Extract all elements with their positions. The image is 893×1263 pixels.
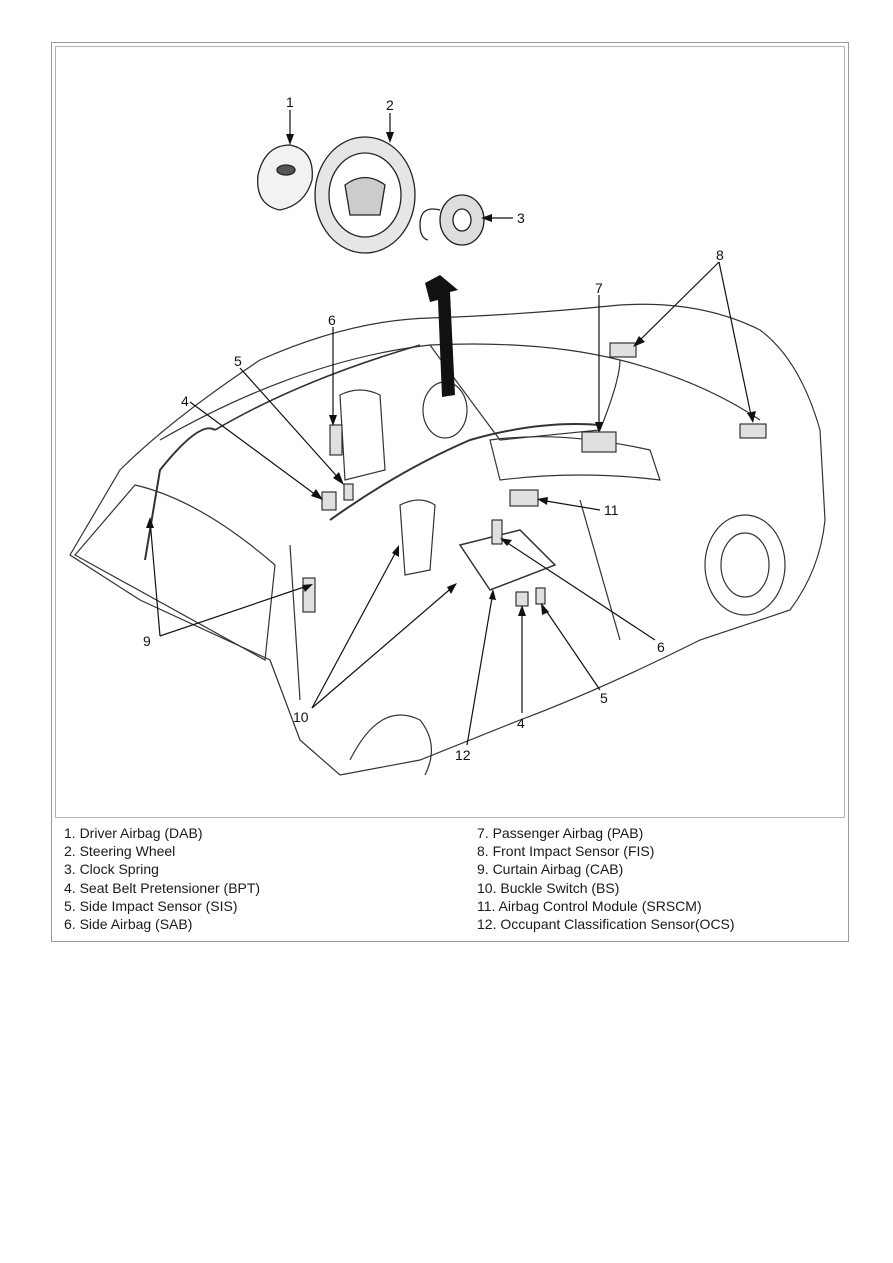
callout-4-bottom: 4 [517, 715, 525, 731]
airbag-control-module [509, 489, 539, 507]
car-roof-line [159, 343, 761, 441]
front-wheel [704, 514, 786, 616]
callout-7: 7 [595, 280, 603, 296]
driver-airbag-module [257, 144, 313, 211]
passenger-airbag-module [581, 431, 617, 453]
driver-seat [339, 389, 386, 481]
legend-item: 12. Occupant Classification Sensor(OCS) [477, 916, 735, 933]
legend-item: 5. Side Impact Sensor (SIS) [64, 897, 238, 914]
callout-9: 9 [143, 633, 151, 649]
callout-4-top: 4 [181, 393, 189, 409]
curtain-airbag-right [329, 423, 601, 521]
callout-5-bottom: 5 [600, 690, 608, 706]
legend-item: 7. Passenger Airbag (PAB) [477, 825, 644, 841]
side-impact-sensor-right [535, 587, 546, 605]
callout-12: 12 [455, 747, 471, 763]
car-rear-window [74, 484, 276, 661]
side-airbag-passenger [491, 519, 503, 545]
legend-item: 3. Clock Spring [64, 861, 159, 878]
callout-5-top: 5 [234, 353, 242, 369]
front-impact-sensor-left [609, 342, 637, 358]
callout-2: 2 [386, 97, 394, 113]
rear-wheel [349, 714, 432, 776]
callout-6-bottom: 6 [657, 639, 665, 655]
buckle-switch [302, 577, 316, 613]
legend-item: 9. Curtain Airbag (CAB) [477, 861, 624, 878]
callout-8: 8 [716, 247, 724, 263]
car-body-outline [69, 303, 826, 776]
callout-1: 1 [286, 94, 294, 110]
diagram-panel [55, 46, 845, 818]
callout-3: 3 [517, 210, 525, 226]
curtain-airbag-left [144, 427, 216, 561]
ocs-mat [458, 529, 557, 591]
legend-item: 4. Seat Belt Pretensioner (BPT) [64, 879, 261, 896]
legend-item: 11. Airbag Control Module (SRSCM) [477, 897, 702, 914]
legend-item: 10. Buckle Switch (BS) [477, 879, 620, 896]
pretensioner-right [515, 591, 529, 607]
car-windshield [429, 344, 621, 441]
dashboard [489, 436, 661, 481]
legend-right-column: 7. Passenger Airbag (PAB) 8. Front Impac… [477, 824, 735, 933]
callout-6-top: 6 [328, 312, 336, 328]
callout-10: 10 [293, 709, 309, 725]
pretensioner-left [321, 491, 337, 511]
legend-item: 6. Side Airbag (SAB) [64, 916, 193, 933]
callout-11: 11 [604, 502, 619, 518]
passenger-seat [399, 499, 436, 576]
legend-item: 2. Steering Wheel [64, 843, 176, 860]
side-impact-sensor-left [343, 483, 354, 501]
legend-left-column: 1. Driver Airbag (DAB) 2. Steering Wheel… [64, 824, 260, 933]
figure-frame [51, 42, 849, 942]
legend-item: 1. Driver Airbag (DAB) [64, 825, 203, 841]
up-arrow [425, 275, 458, 397]
legend-item: 8. Front Impact Sensor (FIS) [477, 843, 655, 860]
side-airbag-driver [329, 424, 343, 456]
front-impact-sensor-right [739, 423, 767, 439]
